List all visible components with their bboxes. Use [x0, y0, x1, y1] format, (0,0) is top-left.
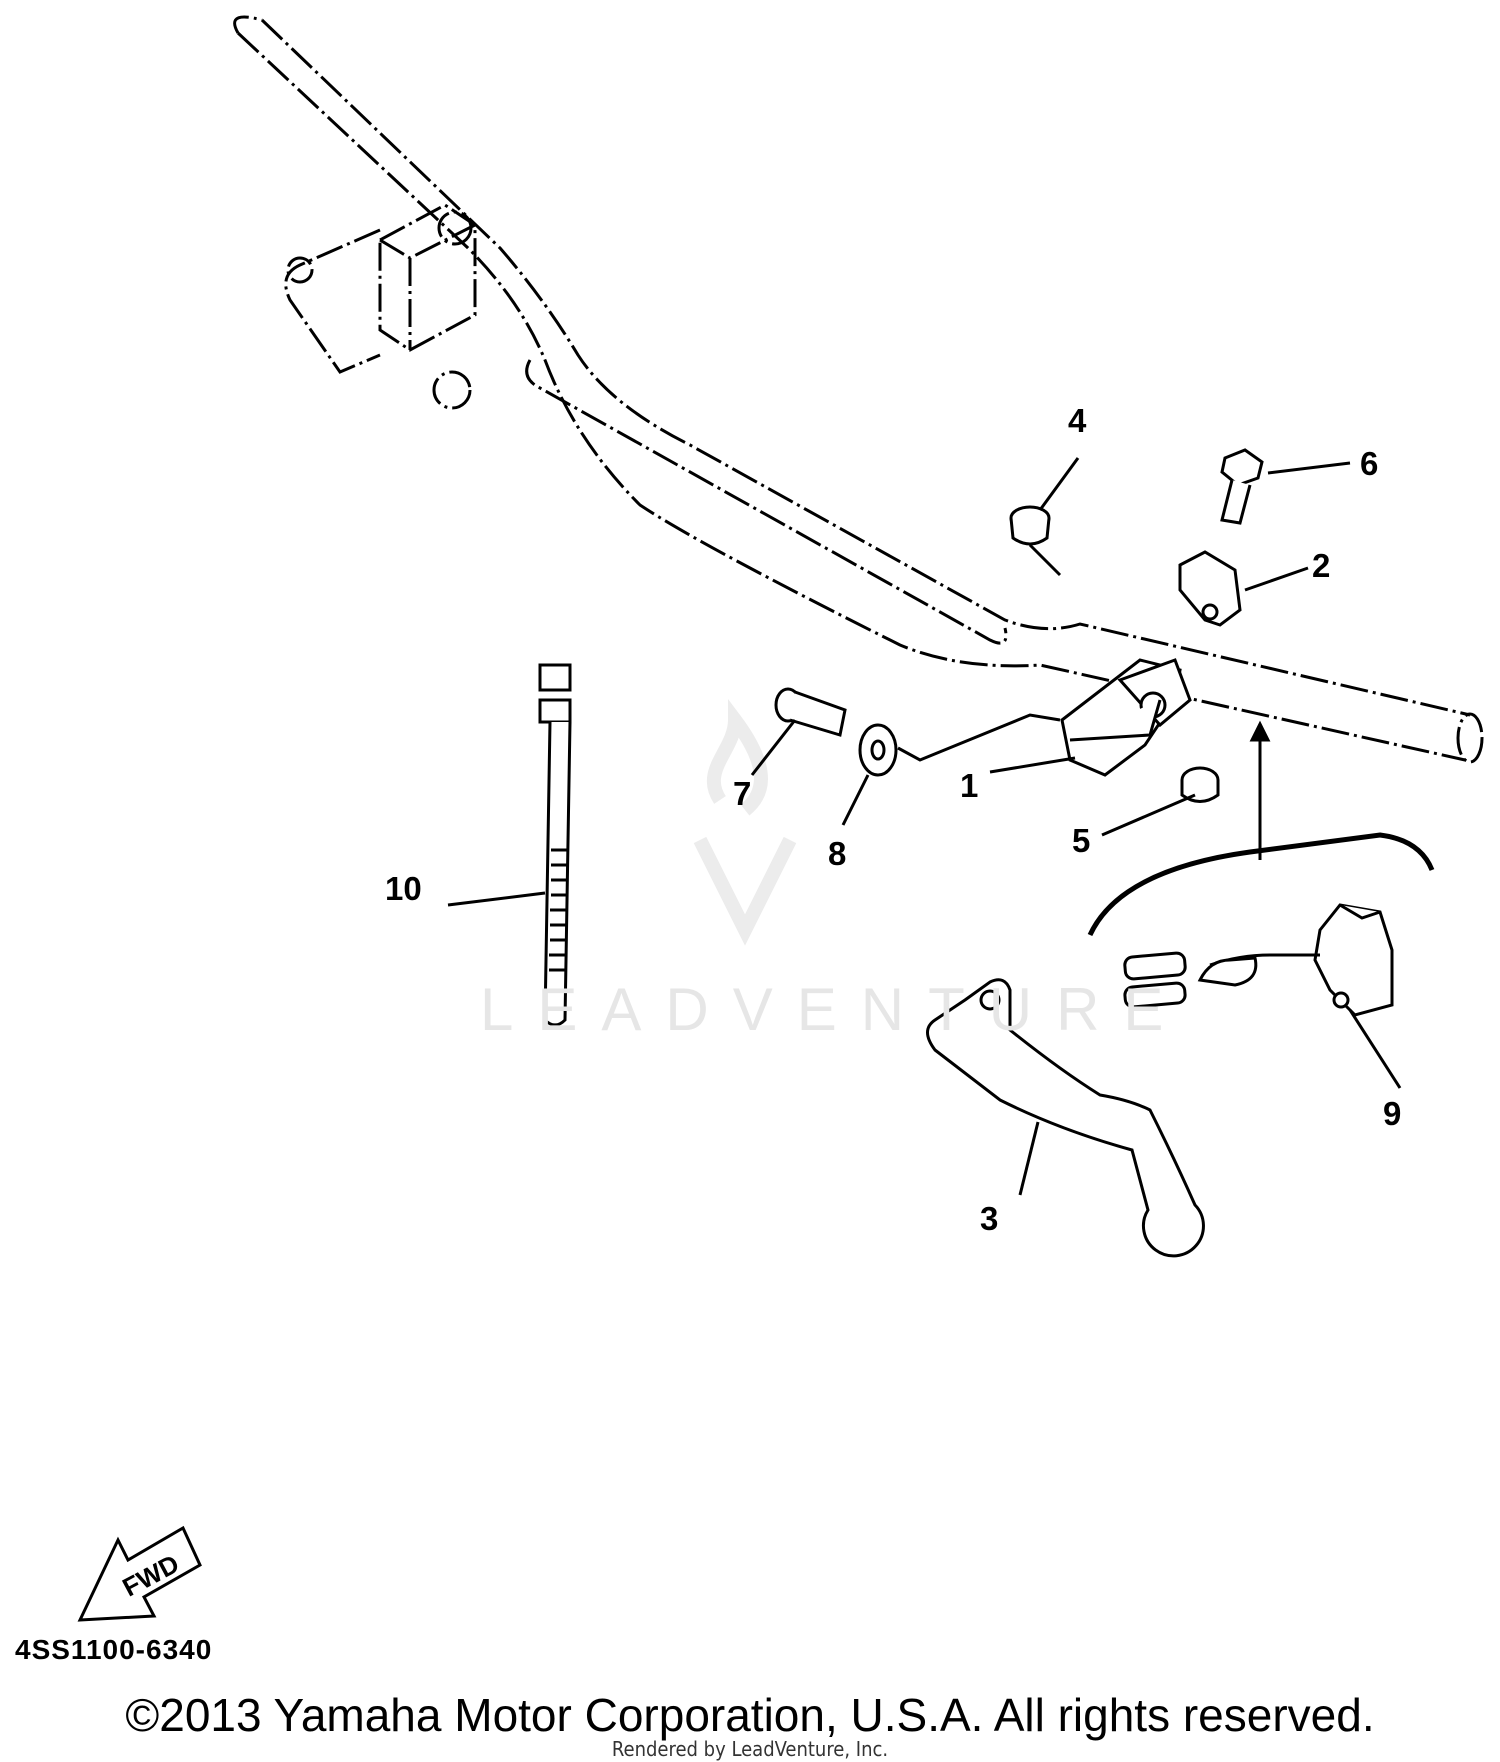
clamp-part-2: [1178, 550, 1242, 627]
leadventure-watermark-logo: [693, 699, 797, 946]
part-code: 4SS1100-6340: [15, 1634, 213, 1665]
callout-5: 5: [1072, 822, 1090, 859]
fwd-arrow-icon: FWD: [77, 1525, 202, 1622]
callout-2: 2: [1312, 547, 1330, 584]
callout-7: 7: [733, 775, 751, 812]
watermark-text: LEADVENTURE: [480, 976, 1188, 1043]
switch-part-9: [1123, 903, 1394, 1017]
callout-1: 1: [960, 767, 978, 804]
callout-9: 9: [1383, 1095, 1401, 1132]
copyright: ©2013 Yamaha Motor Corporation, U.S.A. A…: [125, 1689, 1375, 1741]
pivot-bolt-part-4: [1009, 505, 1062, 577]
handlebar: [233, 15, 1484, 764]
nut-part-5: [1180, 766, 1220, 803]
callout-4: 4: [1068, 402, 1087, 439]
lever-part-3: [926, 978, 1205, 1258]
leader-lines: [447, 457, 1402, 1196]
bolt-part-7: [774, 687, 847, 737]
lever-holder-part-1: [1060, 658, 1192, 777]
cable-tie-part-10: [538, 663, 572, 1027]
collar-part-8: [858, 723, 898, 777]
callout-8: 8: [828, 835, 846, 872]
callout-3: 3: [980, 1200, 998, 1237]
callout-6: 6: [1360, 445, 1378, 482]
callout-10: 10: [385, 870, 422, 907]
bolt-part-6: [1220, 448, 1264, 525]
rendered-by: Rendered by LeadVenture, Inc.: [611, 1737, 889, 1761]
switch-inset: [1087, 720, 1435, 1017]
